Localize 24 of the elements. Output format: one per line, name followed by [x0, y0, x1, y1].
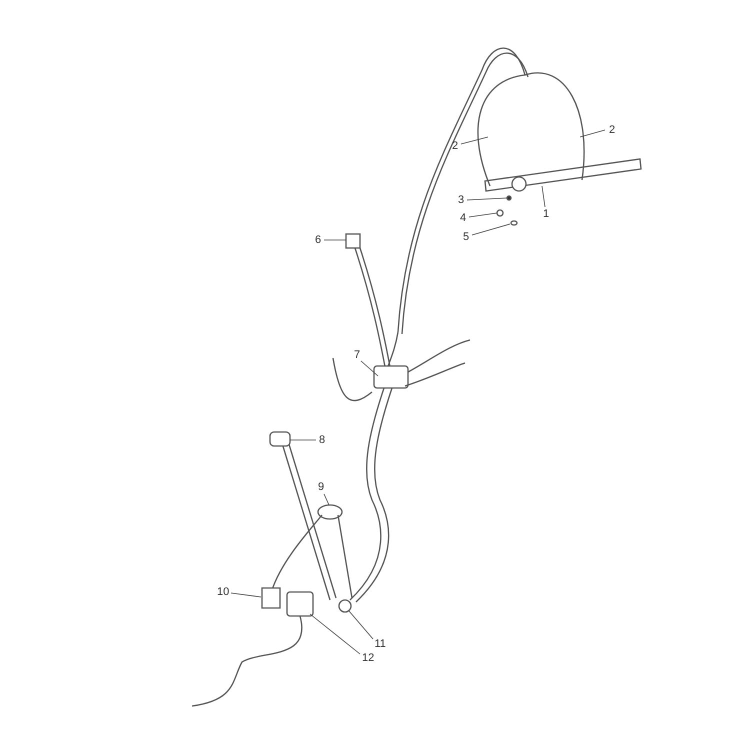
leader-line [460, 136, 488, 144]
callout-number: 12 [362, 652, 374, 664]
callout-number: 10 [217, 586, 230, 598]
leader-line [360, 360, 378, 376]
leader-line [466, 198, 508, 200]
leader-line [230, 592, 262, 598]
leader-line [468, 212, 498, 218]
leader-line [324, 494, 330, 506]
callout-number: 4 [460, 212, 466, 224]
callout-number: 7 [354, 349, 360, 361]
callout-number: 2 [452, 140, 458, 152]
leader-line [348, 610, 374, 640]
callout-number: 6 [315, 234, 322, 246]
callout-number: 2 [609, 124, 616, 136]
leader-line [542, 186, 546, 208]
callout-number: 8 [319, 434, 326, 446]
callout-number: 3 [458, 194, 464, 206]
leader-line [580, 130, 606, 138]
callout-number: 5 [463, 231, 470, 243]
leader-line [472, 224, 510, 236]
callout-number: 9 [318, 481, 324, 493]
callout-number: 1 [543, 208, 550, 220]
leader-line [310, 614, 360, 654]
callout-number: 11 [374, 638, 386, 650]
